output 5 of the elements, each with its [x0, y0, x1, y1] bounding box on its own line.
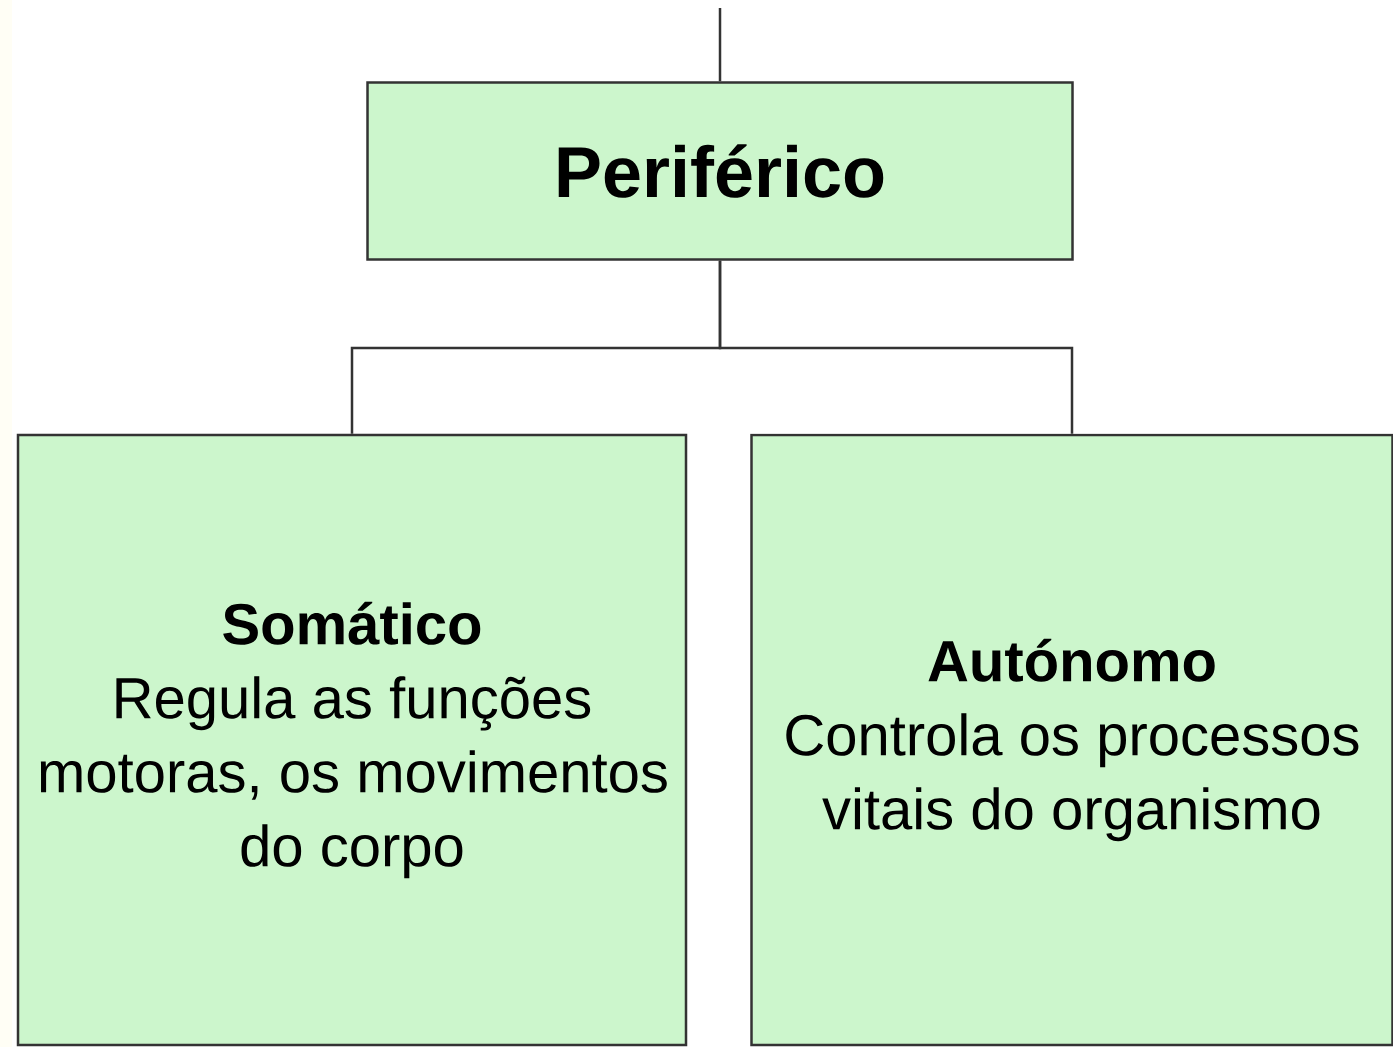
box: Periférico [366, 81, 1074, 261]
box: Autónomo Controla os processos vitais do organismo [750, 433, 1393, 1047]
connector-line [718, 260, 1074, 434]
box: Somático Regula as funções motoras, os movimentos do corpo [16, 433, 688, 1047]
connector-line [718, 8, 722, 82]
